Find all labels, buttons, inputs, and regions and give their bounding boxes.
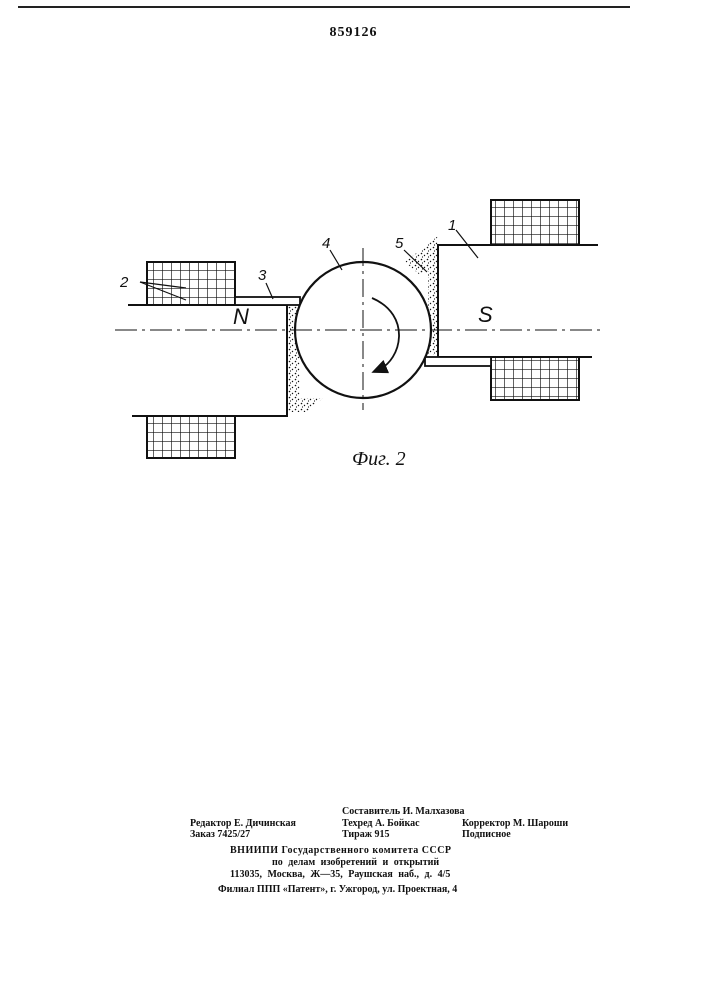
label-4: 4 bbox=[322, 235, 330, 252]
imprint-subscription: Подписное bbox=[462, 829, 511, 840]
right-coil-bottom bbox=[491, 357, 579, 400]
imprint-corrector: Корректор М. Шароши bbox=[462, 818, 568, 829]
imprint-address: 113035, Москва, Ж—35, Раушская наб., д. … bbox=[230, 869, 450, 880]
right-coil-top bbox=[491, 200, 579, 245]
pole-south-label: S bbox=[478, 302, 493, 327]
imprint-compiler: Составитель И. Малхазова bbox=[342, 806, 465, 817]
imprint-branch: Филиал ППП «Патент», г. Ужгород, ул. Про… bbox=[218, 884, 457, 895]
left-coil-bottom bbox=[147, 416, 235, 458]
pole-north-label: N bbox=[233, 304, 249, 329]
right-pole-extension bbox=[425, 357, 491, 366]
imprint-order: Заказ 7425/27 bbox=[190, 829, 250, 840]
imprint-circulation: Тираж 915 bbox=[342, 829, 390, 840]
figure-caption: Фиг. 2 bbox=[352, 448, 406, 470]
left-coil-top bbox=[147, 262, 235, 305]
label-1: 1 bbox=[448, 217, 456, 234]
label-3: 3 bbox=[258, 267, 267, 284]
imprint-org2: по делам изобретений и открытий bbox=[272, 857, 439, 868]
imprint-editor: Редактор Е. Дичинская bbox=[190, 818, 296, 829]
imprint-techred: Техред А. Бойкас bbox=[342, 818, 420, 829]
label-2: 2 bbox=[119, 274, 129, 291]
label-5: 5 bbox=[395, 235, 404, 252]
left-pole-n bbox=[128, 305, 287, 416]
right-pole-s bbox=[438, 245, 598, 357]
imprint-org1: ВНИИПИ Государственного комитета СССР bbox=[230, 845, 452, 856]
